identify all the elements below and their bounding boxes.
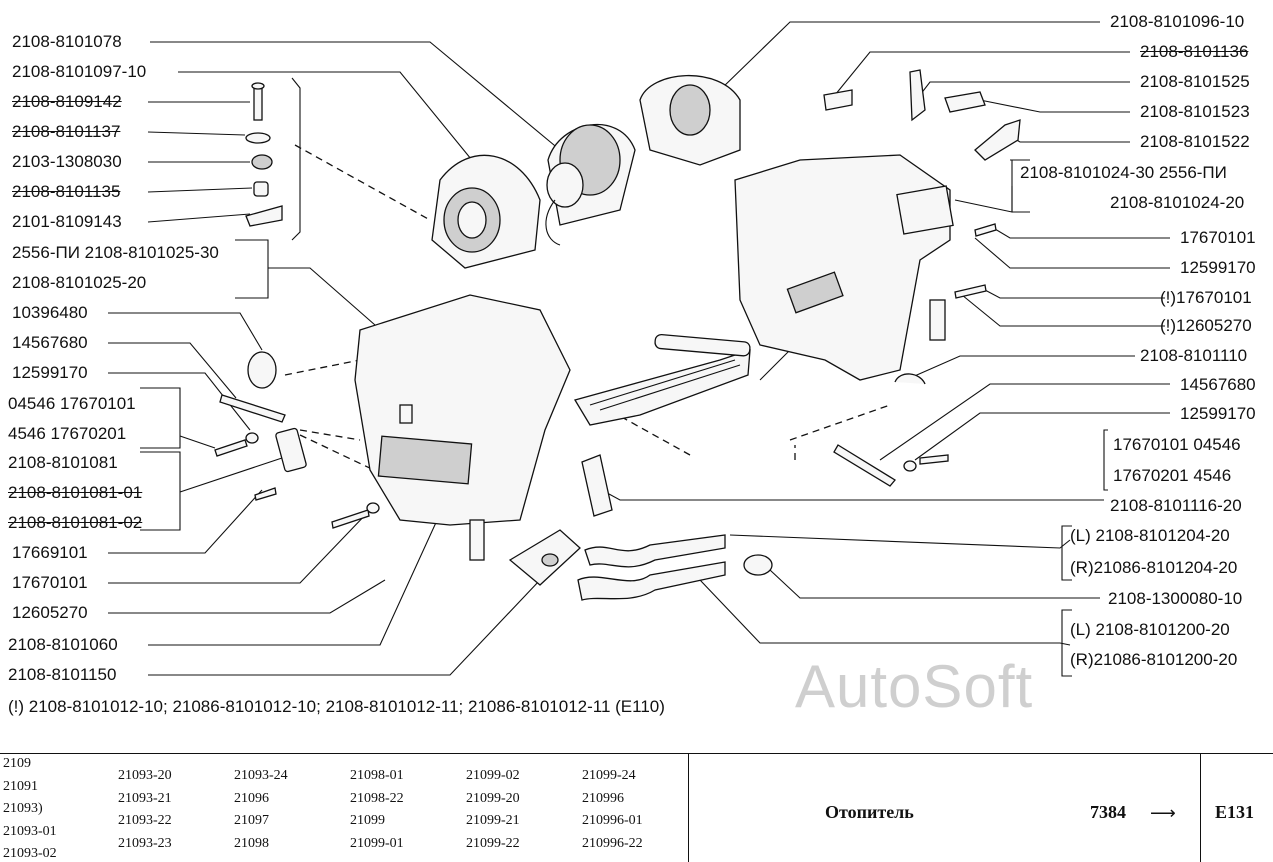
left-leader-lines [108, 41, 791, 676]
heater-case-right [734, 154, 954, 385]
fastener-stack [245, 82, 283, 227]
e110-note: (!) 2108-8101012-10; 21086-8101012-10; 2… [8, 697, 665, 716]
footer-divider [688, 753, 689, 862]
label-2108-8101081-02: 2108-8101081-02 [8, 513, 143, 532]
label-e110-12605270: (!)12605270 [1160, 316, 1252, 335]
label-2101-8109143: 2101-8109143 [12, 212, 122, 231]
label-l-2108-8101204-20: (L) 2108-8101204-20 [1070, 526, 1230, 545]
models-col-3: 21093-24 21096 21097 21098 [234, 768, 288, 851]
label-14567680-right: 14567680 [1180, 375, 1256, 394]
label-17670101-04546: 17670101 04546 [1113, 435, 1241, 454]
heater-case-left [354, 294, 571, 561]
label-10396480: 10396480 [12, 303, 88, 322]
label-2108-8101522: 2108-8101522 [1140, 132, 1250, 151]
label-2108-8101136: 2108-8101136 [1140, 42, 1249, 61]
small-parts [214, 69, 1021, 529]
label-4546-17670201: 4546 17670201 [8, 424, 127, 443]
label-2108-8101060: 2108-8101060 [8, 635, 118, 654]
label-2108-8101097-10: 2108-8101097-10 [12, 62, 147, 81]
footer-table [0, 753, 1273, 862]
label-r-21086-8101200-20: (R)21086-8101200-20 [1070, 650, 1238, 669]
models-col-2: 21093-20 21093-21 21093-22 21093-23 [118, 768, 172, 851]
watermark: AutoSoft [795, 653, 1034, 720]
label-2108-8101024-30-2556-pi: 2108-8101024-30 2556-ПИ [1020, 163, 1227, 182]
models-col-1: 2109 21091 21093) 21093-01 21093-02 [3, 756, 57, 861]
label-17670101-right: 17670101 [1180, 228, 1256, 247]
label-12599170-left: 12599170 [12, 363, 88, 382]
models-col-4: 21098-01 21098-22 21099 21099-01 [350, 768, 404, 851]
label-2108-8109142: 2108-8109142 [12, 92, 122, 111]
label-12599170-right-2: 12599170 [1180, 404, 1256, 423]
label-2108-8101150: 2108-8101150 [8, 665, 117, 684]
label-2103-1308030: 2103-1308030 [12, 152, 122, 171]
assembly-title: Отопитель [825, 802, 914, 822]
label-brackets [140, 77, 1108, 677]
label-2108-8101135: 2108-8101135 [12, 182, 121, 201]
label-2108-8101081-01: 2108-8101081-01 [8, 483, 143, 502]
label-2108-8101025-20: 2108-8101025-20 [12, 273, 147, 292]
label-l-2108-8101200-20: (L) 2108-8101200-20 [1070, 620, 1230, 639]
label-17670201-4546: 17670201 4546 [1113, 466, 1232, 485]
blower-housing-left [431, 154, 541, 269]
label-2108-8101116-20: 2108-8101116-20 [1110, 496, 1242, 515]
hoses [577, 534, 773, 601]
models-col-5: 21099-02 21099-20 21099-21 21099-22 [466, 768, 520, 851]
label-2108-8101024-20: 2108-8101024-20 [1110, 193, 1245, 212]
label-12599170-right: 12599170 [1180, 258, 1256, 277]
label-2108-8101078: 2108-8101078 [12, 32, 122, 51]
blower-housing-right [639, 74, 741, 166]
label-2108-1300080-10: 2108-1300080-10 [1108, 589, 1243, 608]
label-2108-8101096-10: 2108-8101096-10 [1110, 12, 1245, 31]
exploded-view-drawing [108, 21, 1170, 677]
page-number: 7384 [1090, 802, 1126, 822]
label-e110-17670101: (!)17670101 [1160, 288, 1252, 307]
arrow-right-icon: ⟶ [1150, 803, 1176, 823]
label-2108-8101137: 2108-8101137 [12, 122, 121, 141]
label-17670101-left: 17670101 [12, 573, 88, 592]
label-2108-8101523: 2108-8101523 [1140, 102, 1250, 121]
label-12605270-left: 12605270 [12, 603, 88, 622]
section-code: E131 [1215, 802, 1255, 822]
label-2556-pi-2108-8101025-30: 2556-ПИ 2108-8101025-30 [12, 243, 219, 262]
heater-tap [508, 529, 581, 586]
label-r-21086-8101204-20: (R)21086-8101204-20 [1070, 558, 1238, 577]
label-2108-8101081: 2108-8101081 [8, 453, 118, 472]
heater-radiator [574, 333, 751, 426]
models-col-6: 21099-24 210996 210996-01 210996-22 [582, 768, 643, 851]
label-04546-17670101: 04546 17670101 [8, 394, 136, 413]
fan-motor [545, 123, 636, 246]
label-2108-8101110: 2108-8101110 [1140, 346, 1248, 365]
label-17669101: 17669101 [12, 543, 88, 562]
label-2108-8101525: 2108-8101525 [1140, 72, 1250, 91]
label-14567680-left: 14567680 [12, 333, 88, 352]
footer-divider [1200, 753, 1201, 862]
